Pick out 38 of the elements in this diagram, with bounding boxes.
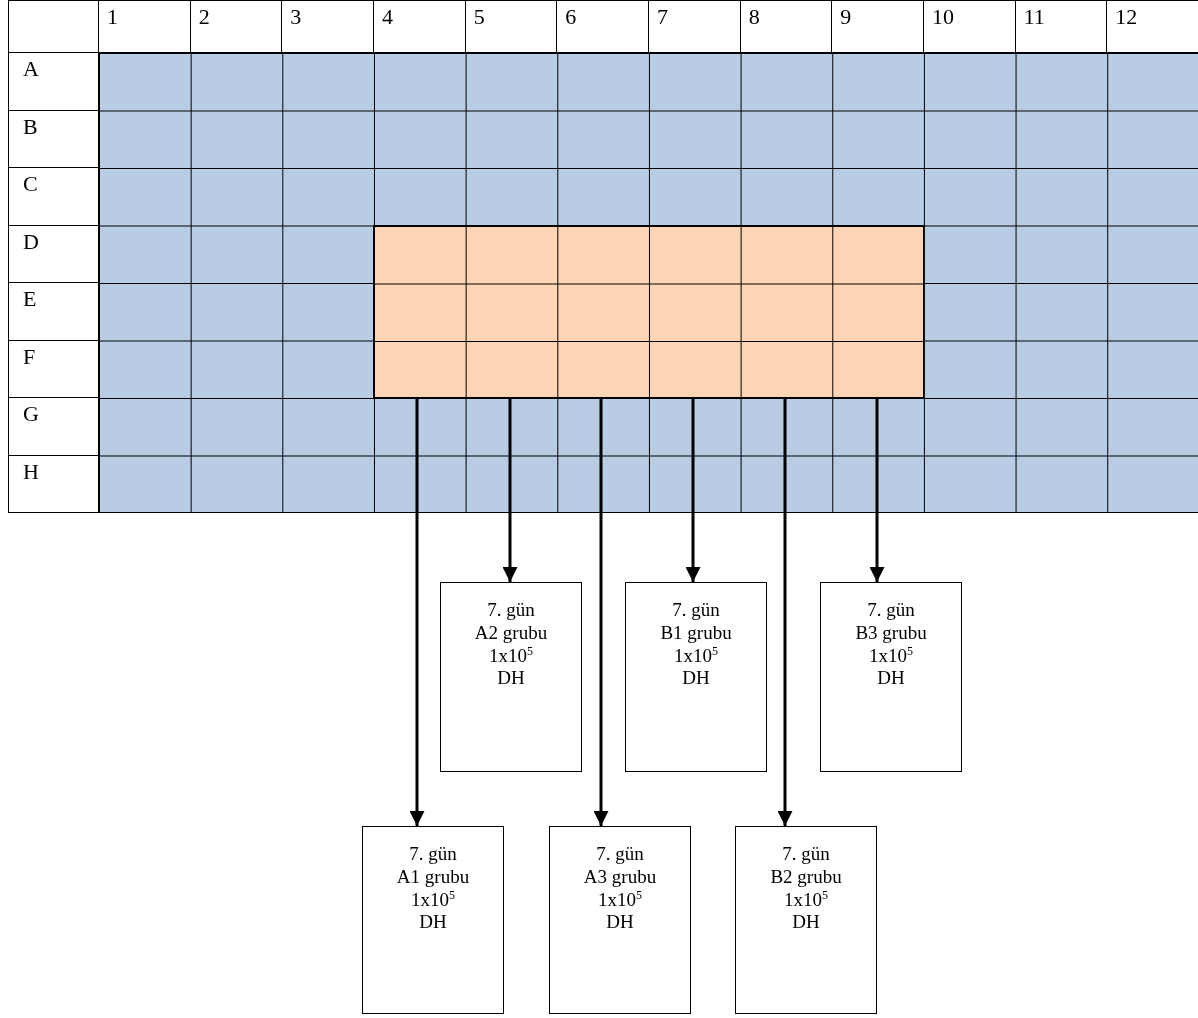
row-header: H xyxy=(8,454,99,513)
group-text: DH xyxy=(682,667,710,691)
group-text: 1x10$^{5}$ xyxy=(489,644,533,668)
group-text: 1x10$^{5}$ xyxy=(674,644,718,668)
group-box xyxy=(820,582,962,772)
group-box xyxy=(362,826,504,1014)
arrow xyxy=(502,397,518,582)
group-text: A1 grubu xyxy=(396,865,470,889)
group-text: 7. gün xyxy=(782,843,830,866)
group-text: DH xyxy=(419,911,447,935)
group-text: 7. gün xyxy=(672,599,720,622)
group-text: 7. gün xyxy=(867,599,915,622)
group-box xyxy=(735,826,877,1014)
arrow xyxy=(593,397,609,826)
group-box xyxy=(625,582,767,772)
group-text: 7. gün xyxy=(596,843,644,866)
group-text: A2 grubu xyxy=(474,621,548,645)
group-text: A3 grubu xyxy=(583,865,657,889)
group-box xyxy=(549,826,691,1014)
group-text: B3 grubu xyxy=(855,621,927,645)
group-text: DH xyxy=(792,911,820,935)
group-text: 1x10$^{5}$ xyxy=(598,888,642,912)
group-text: B1 grubu xyxy=(660,621,732,645)
group-text: DH xyxy=(497,667,525,691)
arrow xyxy=(685,397,701,582)
group-text: 7. gün xyxy=(409,843,457,866)
group-text: DH xyxy=(606,911,634,935)
group-text: DH xyxy=(877,667,905,691)
group-text: 1x10$^{5}$ xyxy=(784,888,828,912)
arrow xyxy=(869,397,885,582)
group-text: B2 grubu xyxy=(770,865,842,889)
highlighted-well-block xyxy=(373,224,924,398)
group-text: 1x10$^{5}$ xyxy=(869,644,913,668)
group-box xyxy=(440,582,582,772)
arrow xyxy=(777,397,793,826)
group-text: 7. gün xyxy=(487,599,535,622)
group-text: 1x10$^{5}$ xyxy=(411,888,455,912)
arrow xyxy=(409,397,425,826)
